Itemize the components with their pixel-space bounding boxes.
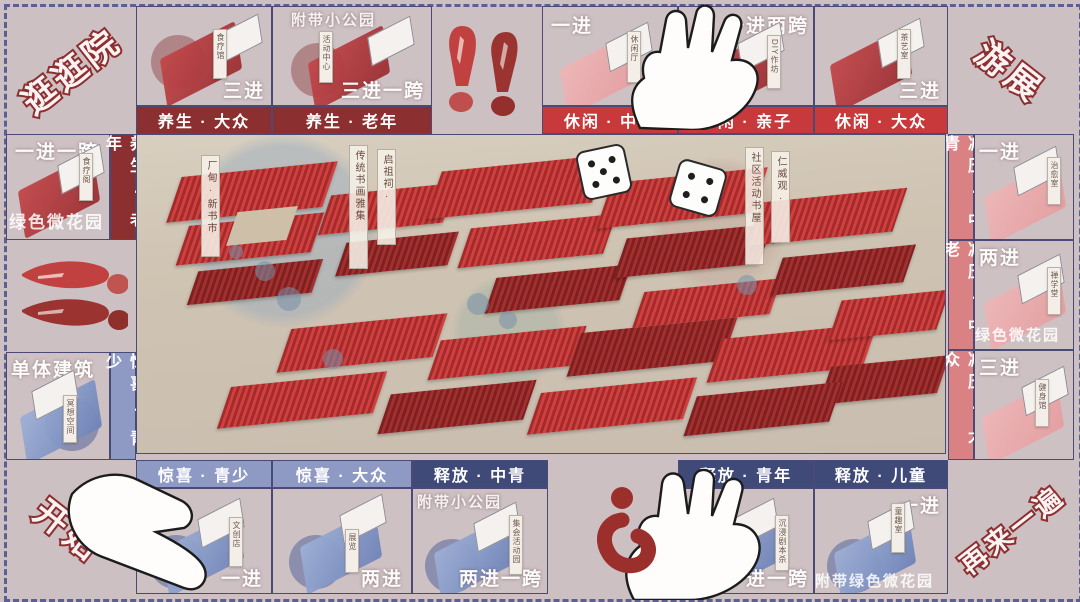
room-tag: 禅学堂 (1047, 267, 1061, 315)
category-bar-right-1[interactable]: 减压 · 中青 (941, 134, 982, 240)
hand-illustration-top (631, 4, 759, 130)
step-label: 三进 (898, 81, 941, 102)
category-bar-bottom-1[interactable]: 惊喜 · 青少 (136, 460, 272, 488)
map-tree (737, 275, 757, 295)
corner-top-left-label: 逛逛院 (14, 20, 131, 124)
map-tree (255, 261, 275, 281)
map-label: 传统书画雅集 (349, 145, 368, 269)
room-tag: DIY作坊 (767, 35, 781, 89)
map-tree (499, 311, 517, 329)
room-tag: 茶艺室 (897, 29, 911, 79)
step-label: 两进一跨 (458, 569, 543, 590)
category-label: 惊喜 · 青少 (157, 468, 251, 485)
tile-right-1[interactable]: 一进 治愈室 (974, 134, 1074, 240)
category-label: 释放 · 青年 (699, 468, 793, 485)
category-bar-bottom-5[interactable]: 释放 · 儿童 (814, 460, 948, 488)
map-label: 启祖祠 · (377, 149, 396, 245)
question-curl-decoration (597, 487, 656, 574)
room-tag: 沉浸剧本杀 (775, 515, 789, 571)
tile-note: 绿色微花园 (9, 213, 104, 232)
tile-left-1[interactable]: 一进一跨 食疗阁 绿色微花园 (6, 134, 110, 240)
category-label: 养生 · 老年 (305, 114, 399, 131)
step-label: 一进 (220, 569, 263, 590)
tile-note: 附带小公园 (417, 494, 503, 511)
tile-top-2[interactable]: 附带小公园 活动中心 三进一跨 (272, 6, 432, 106)
category-bar-top-2[interactable]: 养生 · 老年 (272, 106, 432, 134)
category-label: 释放 · 儿童 (834, 468, 928, 485)
map-label: 社区活动书屋 (745, 147, 764, 265)
corner-top-right: 游展 (948, 6, 1074, 132)
tile-note: 附带小公园 (291, 12, 377, 29)
category-bar-top-1[interactable]: 养生 · 大众 (136, 106, 272, 134)
category-bar-bottom-3[interactable]: 释放 · 中青 (412, 460, 548, 488)
room-tag: 集会活动园 (509, 515, 523, 575)
tile-left-2[interactable]: 单体建筑 冥想空间 (6, 352, 110, 460)
category-label: 休闲 · 中青 (563, 114, 657, 131)
exclamation-decoration (432, 6, 542, 134)
exclamation-icon (491, 32, 518, 116)
step-label: 一进 (551, 16, 594, 37)
map-label: 仁威观 · (771, 151, 790, 243)
map-tree (467, 293, 489, 315)
exclamation-icon (22, 299, 128, 330)
step-label: 一进两跨 (724, 16, 809, 37)
exclamation-decoration-left (6, 240, 136, 352)
corner-bottom-right-label: 再来一遍 (952, 478, 1072, 582)
tile-bottom-3[interactable]: 附带小公园 集会活动园 两进一跨 (412, 488, 548, 594)
step-label: 一进 (979, 142, 1022, 163)
step-label: 三进 (979, 358, 1022, 379)
room-tag: 展览 (345, 529, 359, 573)
step-label: 两进 (979, 248, 1022, 269)
exclamation-icon (449, 26, 476, 112)
corner-top-left: 逛逛院 (6, 6, 134, 132)
map-tree (229, 245, 243, 259)
category-bar-left-2[interactable]: 惊喜 · 青少 (103, 352, 144, 460)
tile-right-2[interactable]: 两进 禅学堂 绿色微花园 (974, 240, 1074, 350)
tile-note: 附带绿色微花园 (815, 573, 935, 590)
room-tag: 活动中心 (319, 31, 333, 83)
tile-right-3[interactable]: 三进 健身馆 (974, 350, 1074, 460)
tile-top-5[interactable]: 茶艺室 三进 (814, 6, 948, 106)
tile-top-1[interactable]: 食疗馆 三进 (136, 6, 272, 106)
category-bar-top-5[interactable]: 休闲 · 大众 (814, 106, 948, 134)
room-tag: 健身馆 (1035, 379, 1049, 427)
tile-bottom-2[interactable]: 展览 两进 (272, 488, 412, 594)
room-tag: 童趣室 (891, 503, 905, 553)
step-label: 两进 (360, 569, 403, 590)
corner-top-right-label: 游展 (965, 31, 1052, 112)
category-bar-right-2[interactable]: 减压 · 中老 (941, 240, 982, 350)
tile-bottom-5[interactable]: 一进 童趣室 附带绿色微花园 (814, 488, 948, 594)
category-bar-right-3[interactable]: 减压 · 大众 (941, 350, 982, 460)
room-tag: 休闲厅 (627, 31, 641, 83)
category-label: 惊喜 · 大众 (295, 468, 389, 485)
map-tree (277, 287, 301, 311)
category-bar-bottom-2[interactable]: 惊喜 · 大众 (272, 460, 412, 488)
map-tree (323, 349, 343, 369)
tile-note: 绿色微花园 (975, 327, 1061, 344)
aerial-map[interactable]: 厂甸 · 新书市 传统书画雅集 启祖祠 · 社区活动书屋 仁威观 · (136, 134, 946, 454)
room-tag: 食疗馆 (213, 29, 227, 79)
step-label: 三进一跨 (340, 81, 425, 102)
step-label: 三进 (222, 81, 265, 102)
hand-illustration-bottom-left (67, 473, 207, 591)
category-label: 休闲 · 大众 (834, 114, 928, 131)
category-label: 释放 · 中青 (433, 468, 527, 485)
map-label: 厂甸 · 新书市 (201, 155, 220, 257)
room-tag: 文创店 (229, 517, 243, 567)
room-tag: 治愈室 (1047, 157, 1061, 205)
exclamation-icon (22, 261, 128, 294)
category-bar-left-1[interactable]: 养生 · 老年 (103, 134, 144, 240)
room-tag: 冥想空间 (63, 395, 77, 443)
die-icon[interactable] (574, 142, 634, 202)
step-label: 单体建筑 (11, 360, 96, 381)
room-tag: 食疗阁 (79, 153, 93, 201)
category-label: 养生 · 大众 (157, 114, 251, 131)
corner-bottom-right: 再来一遍 (948, 462, 1074, 594)
